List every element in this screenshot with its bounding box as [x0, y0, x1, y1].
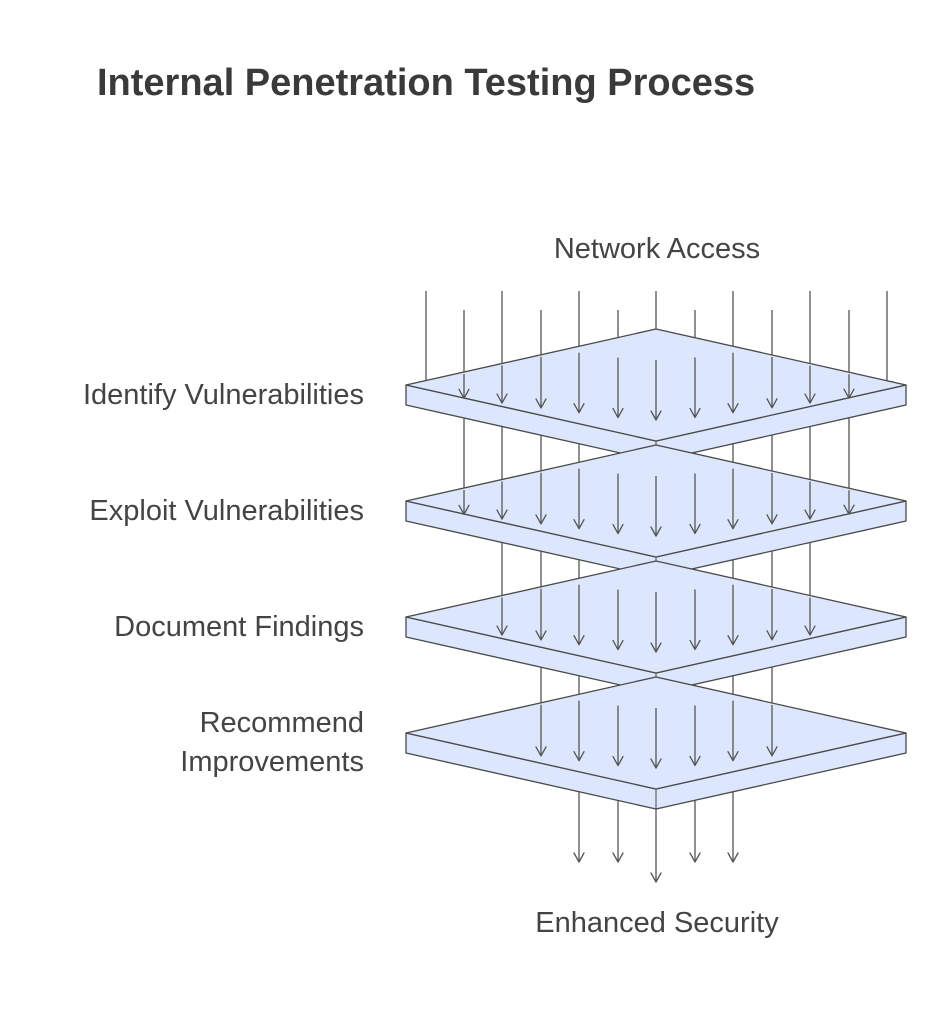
flow-arrow: [535, 588, 547, 641]
flow-arrow: [612, 800, 624, 863]
layer-label-recommend: Recommend Improvements: [24, 704, 364, 782]
layer-label-document: Document Findings: [114, 611, 364, 643]
flow-arrow: [573, 584, 585, 646]
flow-arrow: [766, 356, 778, 409]
flow-arrow: [804, 597, 816, 636]
flow-arrow: [727, 700, 739, 762]
flow-arrow: [727, 584, 739, 646]
arrow-tip-group: [458, 352, 855, 769]
flow-arrow: [843, 490, 855, 515]
flow-arrow: [535, 472, 547, 525]
flow-arrow: [458, 374, 470, 399]
flow-arrow: [650, 809, 662, 883]
flow-arrow: [689, 473, 701, 535]
flow-arrow: [689, 589, 701, 651]
flow-arrow: [689, 357, 701, 419]
flow-arrow: [458, 490, 470, 515]
flow-arrow: [496, 291, 508, 375]
flow-arrow: [496, 481, 508, 520]
flow-arrow: [766, 588, 778, 641]
output-label: Enhanced Security: [535, 907, 779, 939]
flow-arrow: [612, 705, 624, 767]
flow-arrow: [612, 473, 624, 535]
layer-label-identify: Identify Vulnerabilities: [82, 379, 364, 411]
flow-arrow: [535, 704, 547, 757]
flow-arrow: [496, 365, 508, 404]
flow-arrow: [881, 291, 893, 392]
flow-arrow: [535, 356, 547, 409]
flow-arrow: [727, 468, 739, 530]
flow-arrow: [573, 468, 585, 530]
flow-arrow: [612, 357, 624, 419]
flow-arrow: [689, 705, 701, 767]
flow-arrow: [612, 589, 624, 651]
flow-arrow: [573, 700, 585, 762]
flow-arrow: [650, 708, 662, 769]
flow-arrow: [727, 352, 739, 414]
flow-arrow: [650, 476, 662, 537]
layer-label-exploit: Exploit Vulnerabilities: [89, 495, 364, 527]
flow-arrow: [843, 374, 855, 399]
flow-arrow: [766, 472, 778, 525]
layer-label-line: Recommend: [199, 707, 364, 739]
flow-arrow: [420, 291, 432, 392]
flow-arrow: [650, 592, 662, 653]
flow-arrow: [804, 365, 816, 404]
flow-arrow: [573, 352, 585, 414]
flow-arrow: [689, 800, 701, 863]
flow-arrow: [496, 597, 508, 636]
page-title: Internal Penetration Testing Process: [97, 62, 756, 104]
flow-arrow: [650, 360, 662, 421]
flow-arrow: [727, 791, 739, 863]
flow-arrow: [804, 291, 816, 375]
flow-arrow: [766, 704, 778, 757]
layer-label-line: Improvements: [180, 746, 364, 778]
flow-arrow: [573, 791, 585, 863]
flow-arrow: [804, 481, 816, 520]
input-label: Network Access: [553, 233, 761, 265]
